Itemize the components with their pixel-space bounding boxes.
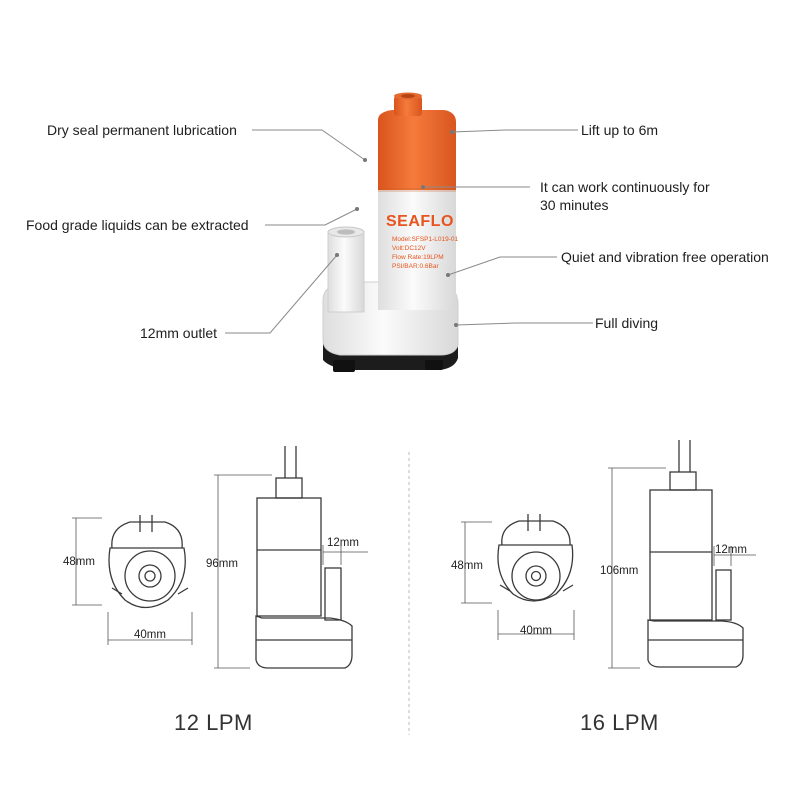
pump-model-text: Model:SFSP1-L019-01 — [392, 236, 459, 243]
drawing-16lpm — [497, 440, 744, 668]
feature-diving: Full diving — [595, 315, 659, 331]
dim-depth-16lpm: 48mm — [451, 560, 483, 572]
model-name-16lpm: 16 LPM — [580, 710, 659, 735]
leader-lines — [225, 129, 593, 334]
pump-flow-text: Flow Rate:19LPM — [392, 254, 444, 261]
dim-width-12lpm: 40mm — [134, 629, 166, 641]
leader-dots — [335, 130, 458, 327]
dim-outlet-12lpm: 12mm — [327, 537, 359, 549]
dim-height-16lpm: 106mm — [600, 565, 639, 577]
pump-volt-text: Volt:DC12V — [392, 245, 426, 252]
drawing-12lpm — [108, 446, 353, 669]
feature-outlet: 12mm outlet — [140, 325, 218, 341]
pump-image — [322, 92, 459, 372]
feature-quiet: Quiet and vibration free operation — [561, 249, 769, 265]
feature-lift: Lift up to 6m — [581, 122, 659, 138]
feature-food-grade: Food grade liquids can be extracted — [26, 217, 249, 233]
pump-brand: SEAFLO — [386, 213, 454, 230]
dim-height-12lpm: 96mm — [206, 558, 238, 570]
dim-lines-12lpm — [72, 474, 368, 669]
feature-continuous-line2: 30 minutes — [540, 197, 609, 213]
dim-lines-16lpm — [461, 467, 756, 669]
feature-continuous-line1: It can work continuously for — [540, 179, 710, 195]
dim-width-16lpm: 40mm — [520, 625, 552, 637]
feature-dry-seal: Dry seal permanent lubrication — [47, 122, 237, 138]
pump-psi-text: PSI/BAR:0.6Bar — [392, 263, 439, 270]
dim-depth-12lpm: 48mm — [63, 556, 95, 568]
dim-outlet-16lpm: 12mm — [715, 544, 747, 556]
model-name-12lpm: 12 LPM — [174, 710, 253, 735]
